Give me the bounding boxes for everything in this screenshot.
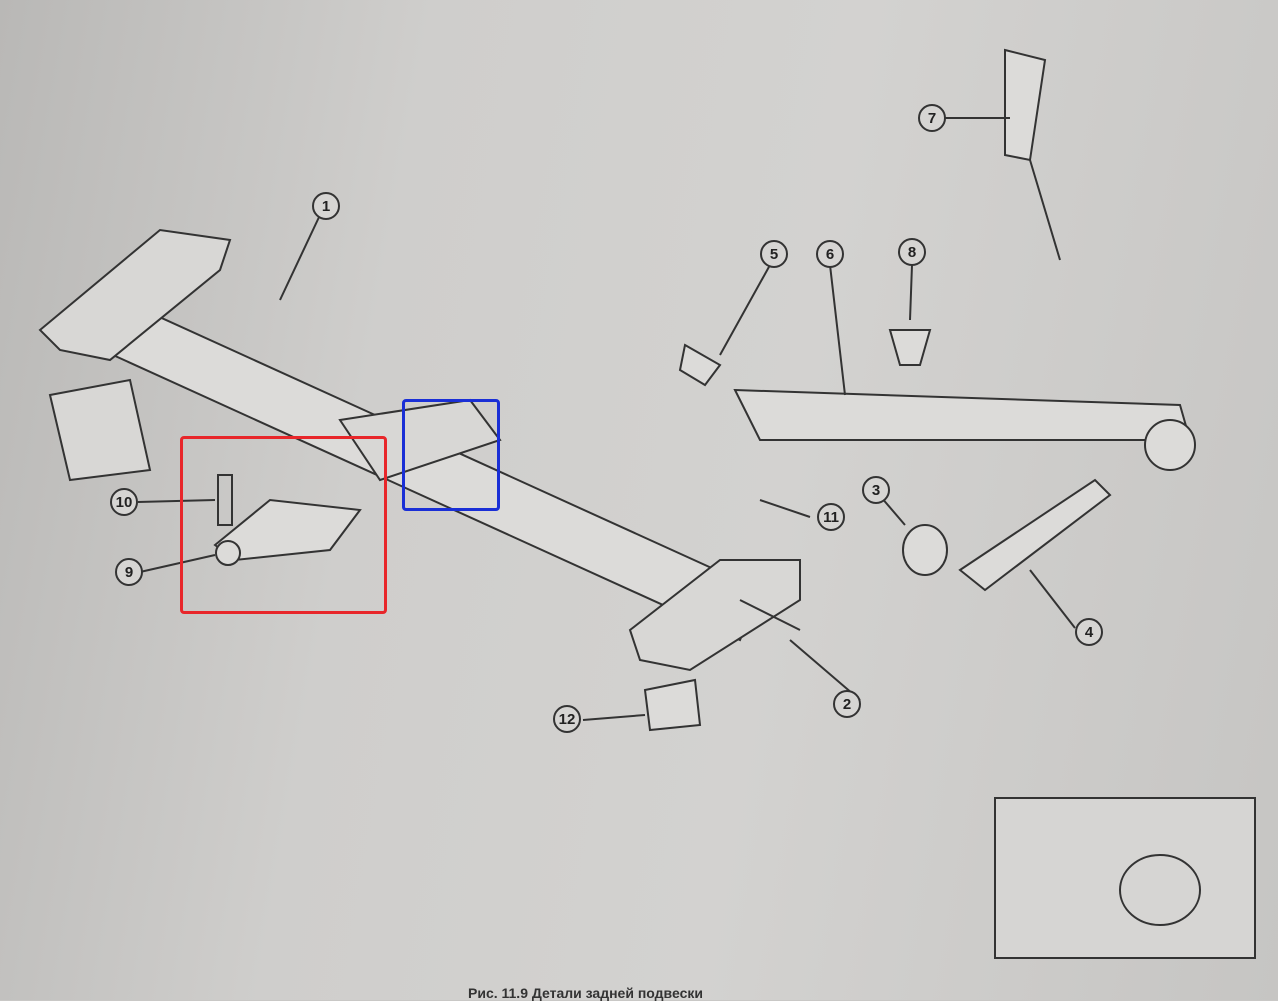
callout-11: 11	[817, 503, 845, 531]
bolt-10	[217, 474, 233, 526]
mount-plate	[48, 378, 152, 482]
shock-absorber-7	[1004, 48, 1047, 162]
lateral-arm-6	[733, 388, 1192, 441]
right-hub-bracket	[628, 559, 801, 672]
figure-caption: Рис. 11.9 Детали задней подвески	[468, 985, 703, 1001]
blue-highlight-box	[402, 399, 500, 511]
callout-10: 10	[110, 488, 138, 516]
callout-7: 7	[918, 104, 946, 132]
callout-5: 5	[760, 240, 788, 268]
stub-axle	[739, 599, 801, 631]
callout-6: 6	[816, 240, 844, 268]
inset-frame	[994, 797, 1256, 959]
callout-8: 8	[898, 238, 926, 266]
callout-9: 9	[115, 558, 143, 586]
link-4	[958, 478, 1112, 592]
callout-3: 3	[862, 476, 890, 504]
callout-4: 4	[1075, 618, 1103, 646]
callout-12: 12	[553, 705, 581, 733]
left-bracket	[38, 228, 232, 362]
red-highlight-box	[180, 436, 387, 614]
callout-2: 2	[833, 690, 861, 718]
center-bracket	[338, 398, 502, 482]
callout-1: 1	[312, 192, 340, 220]
